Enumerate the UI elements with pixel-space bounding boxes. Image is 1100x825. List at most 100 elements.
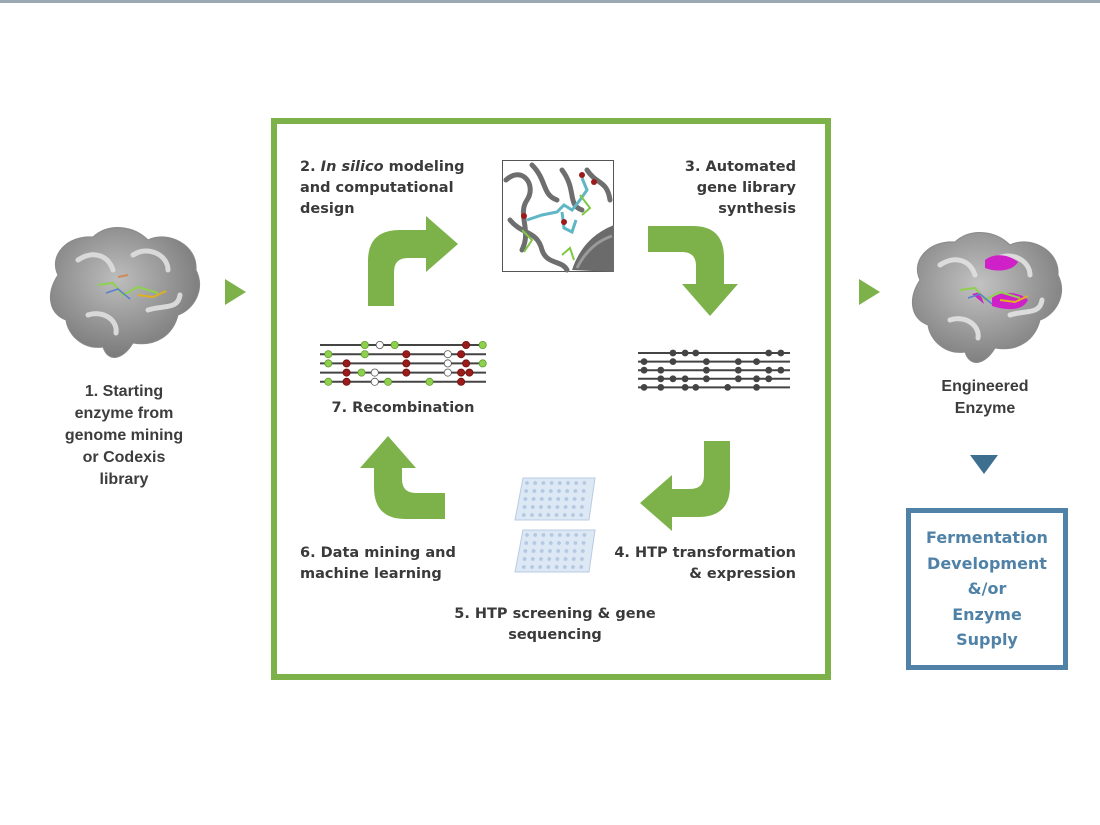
well [565, 489, 570, 493]
arrow-down-left-icon [640, 441, 730, 531]
arrow-right-triangle-icon [225, 279, 246, 305]
well [572, 497, 577, 501]
well [582, 481, 587, 485]
variant-dot [777, 366, 785, 374]
arrow-up-right-icon [368, 216, 458, 306]
variant-dot [692, 384, 700, 391]
mutation-dot [443, 368, 452, 377]
mutation-dot [357, 368, 366, 377]
well [571, 505, 576, 509]
variant-dot [703, 375, 710, 383]
mutation-dot [402, 368, 411, 377]
well [555, 557, 560, 561]
well [573, 541, 578, 545]
variant-dot [753, 358, 760, 365]
well [548, 549, 552, 553]
well [530, 565, 534, 569]
variant-dot [692, 349, 700, 357]
mutation-dot [324, 359, 333, 368]
step-text: sequencing [508, 627, 602, 643]
start-label-line: genome mining [64, 427, 184, 444]
mutation-dot [457, 350, 466, 359]
start-label: 1. Starting enzyme from genome mining or… [36, 381, 212, 491]
well [548, 541, 553, 545]
well [571, 557, 576, 561]
mutation-dot [465, 368, 474, 377]
step-text: design [300, 201, 355, 217]
step-2-label: 2. In silico modeling and computational … [300, 157, 480, 220]
well [521, 513, 526, 517]
well [521, 565, 526, 569]
well [530, 505, 535, 509]
variant-dot [753, 384, 760, 391]
mutation-dot [462, 341, 471, 349]
well [541, 481, 546, 485]
in-silico-text: In silico [320, 159, 384, 175]
variant-dot [640, 358, 648, 365]
well [530, 557, 535, 561]
step-text: machine learning [300, 566, 442, 582]
well [580, 557, 584, 561]
well [531, 549, 536, 553]
engineered-enzyme-surface-icon [912, 232, 1063, 363]
step-6-label: 6. Data mining and machine learning [300, 543, 500, 585]
well [571, 565, 575, 569]
step-text: modeling [383, 159, 465, 175]
well [538, 513, 543, 517]
well [541, 533, 546, 537]
mutation-dot [457, 368, 466, 377]
well [523, 497, 528, 501]
mutation-dot [457, 377, 466, 386]
well [581, 489, 586, 493]
variant-dot [703, 358, 710, 365]
variant-dot [724, 384, 732, 391]
variant-dot [753, 375, 760, 383]
variant-dot [640, 384, 648, 391]
variant-dot [777, 349, 785, 357]
arrow-right-triangle-icon [859, 279, 880, 305]
well [538, 565, 543, 569]
fermentation-supply-box: Fermentation Development &/or Enzyme Sup… [906, 508, 1068, 670]
well [566, 533, 570, 537]
step-4-label: 4. HTP transformation & expression [600, 543, 796, 585]
mutation-dot [370, 377, 379, 386]
mutation-dot [425, 377, 434, 386]
box-line: Enzyme [952, 604, 1022, 624]
well [579, 513, 584, 517]
fermentation-supply-text: Fermentation Development &/or Enzyme Sup… [926, 525, 1048, 653]
well [539, 549, 544, 553]
arrow-right-down-icon [648, 226, 738, 316]
mutation-dot [360, 341, 369, 349]
step-5-label: 5. HTP screening & gene sequencing [440, 604, 670, 646]
starting-enzyme-surface-icon [50, 227, 201, 358]
start-label-line: library [99, 471, 149, 488]
well [562, 513, 567, 517]
well [524, 541, 529, 545]
step-7-label: 7. Recombination [331, 400, 475, 416]
well [525, 533, 529, 537]
well [522, 557, 527, 561]
mutation-dot [384, 377, 393, 386]
box-line: Fermentation [926, 528, 1048, 548]
engineered-label-line: Engineered [941, 378, 1029, 395]
variant-dot [765, 349, 773, 357]
well [532, 541, 537, 545]
well [533, 481, 538, 485]
well-plate-icon [514, 477, 596, 521]
well [554, 513, 559, 517]
mutation-dot [342, 377, 351, 386]
engineered-label-line: Enzyme [954, 400, 1016, 417]
mutation-dot [402, 359, 411, 368]
variant-dot [657, 375, 665, 383]
step-text: gene library [696, 180, 796, 196]
variant-dot [669, 358, 677, 365]
well [547, 557, 552, 561]
well [546, 565, 551, 569]
variant-dot [657, 384, 665, 391]
variant-dot [669, 375, 677, 383]
well [554, 565, 559, 569]
well [564, 549, 569, 553]
variant-dot [734, 366, 742, 374]
mutation-dot [324, 377, 333, 386]
variant-dot [640, 366, 648, 374]
